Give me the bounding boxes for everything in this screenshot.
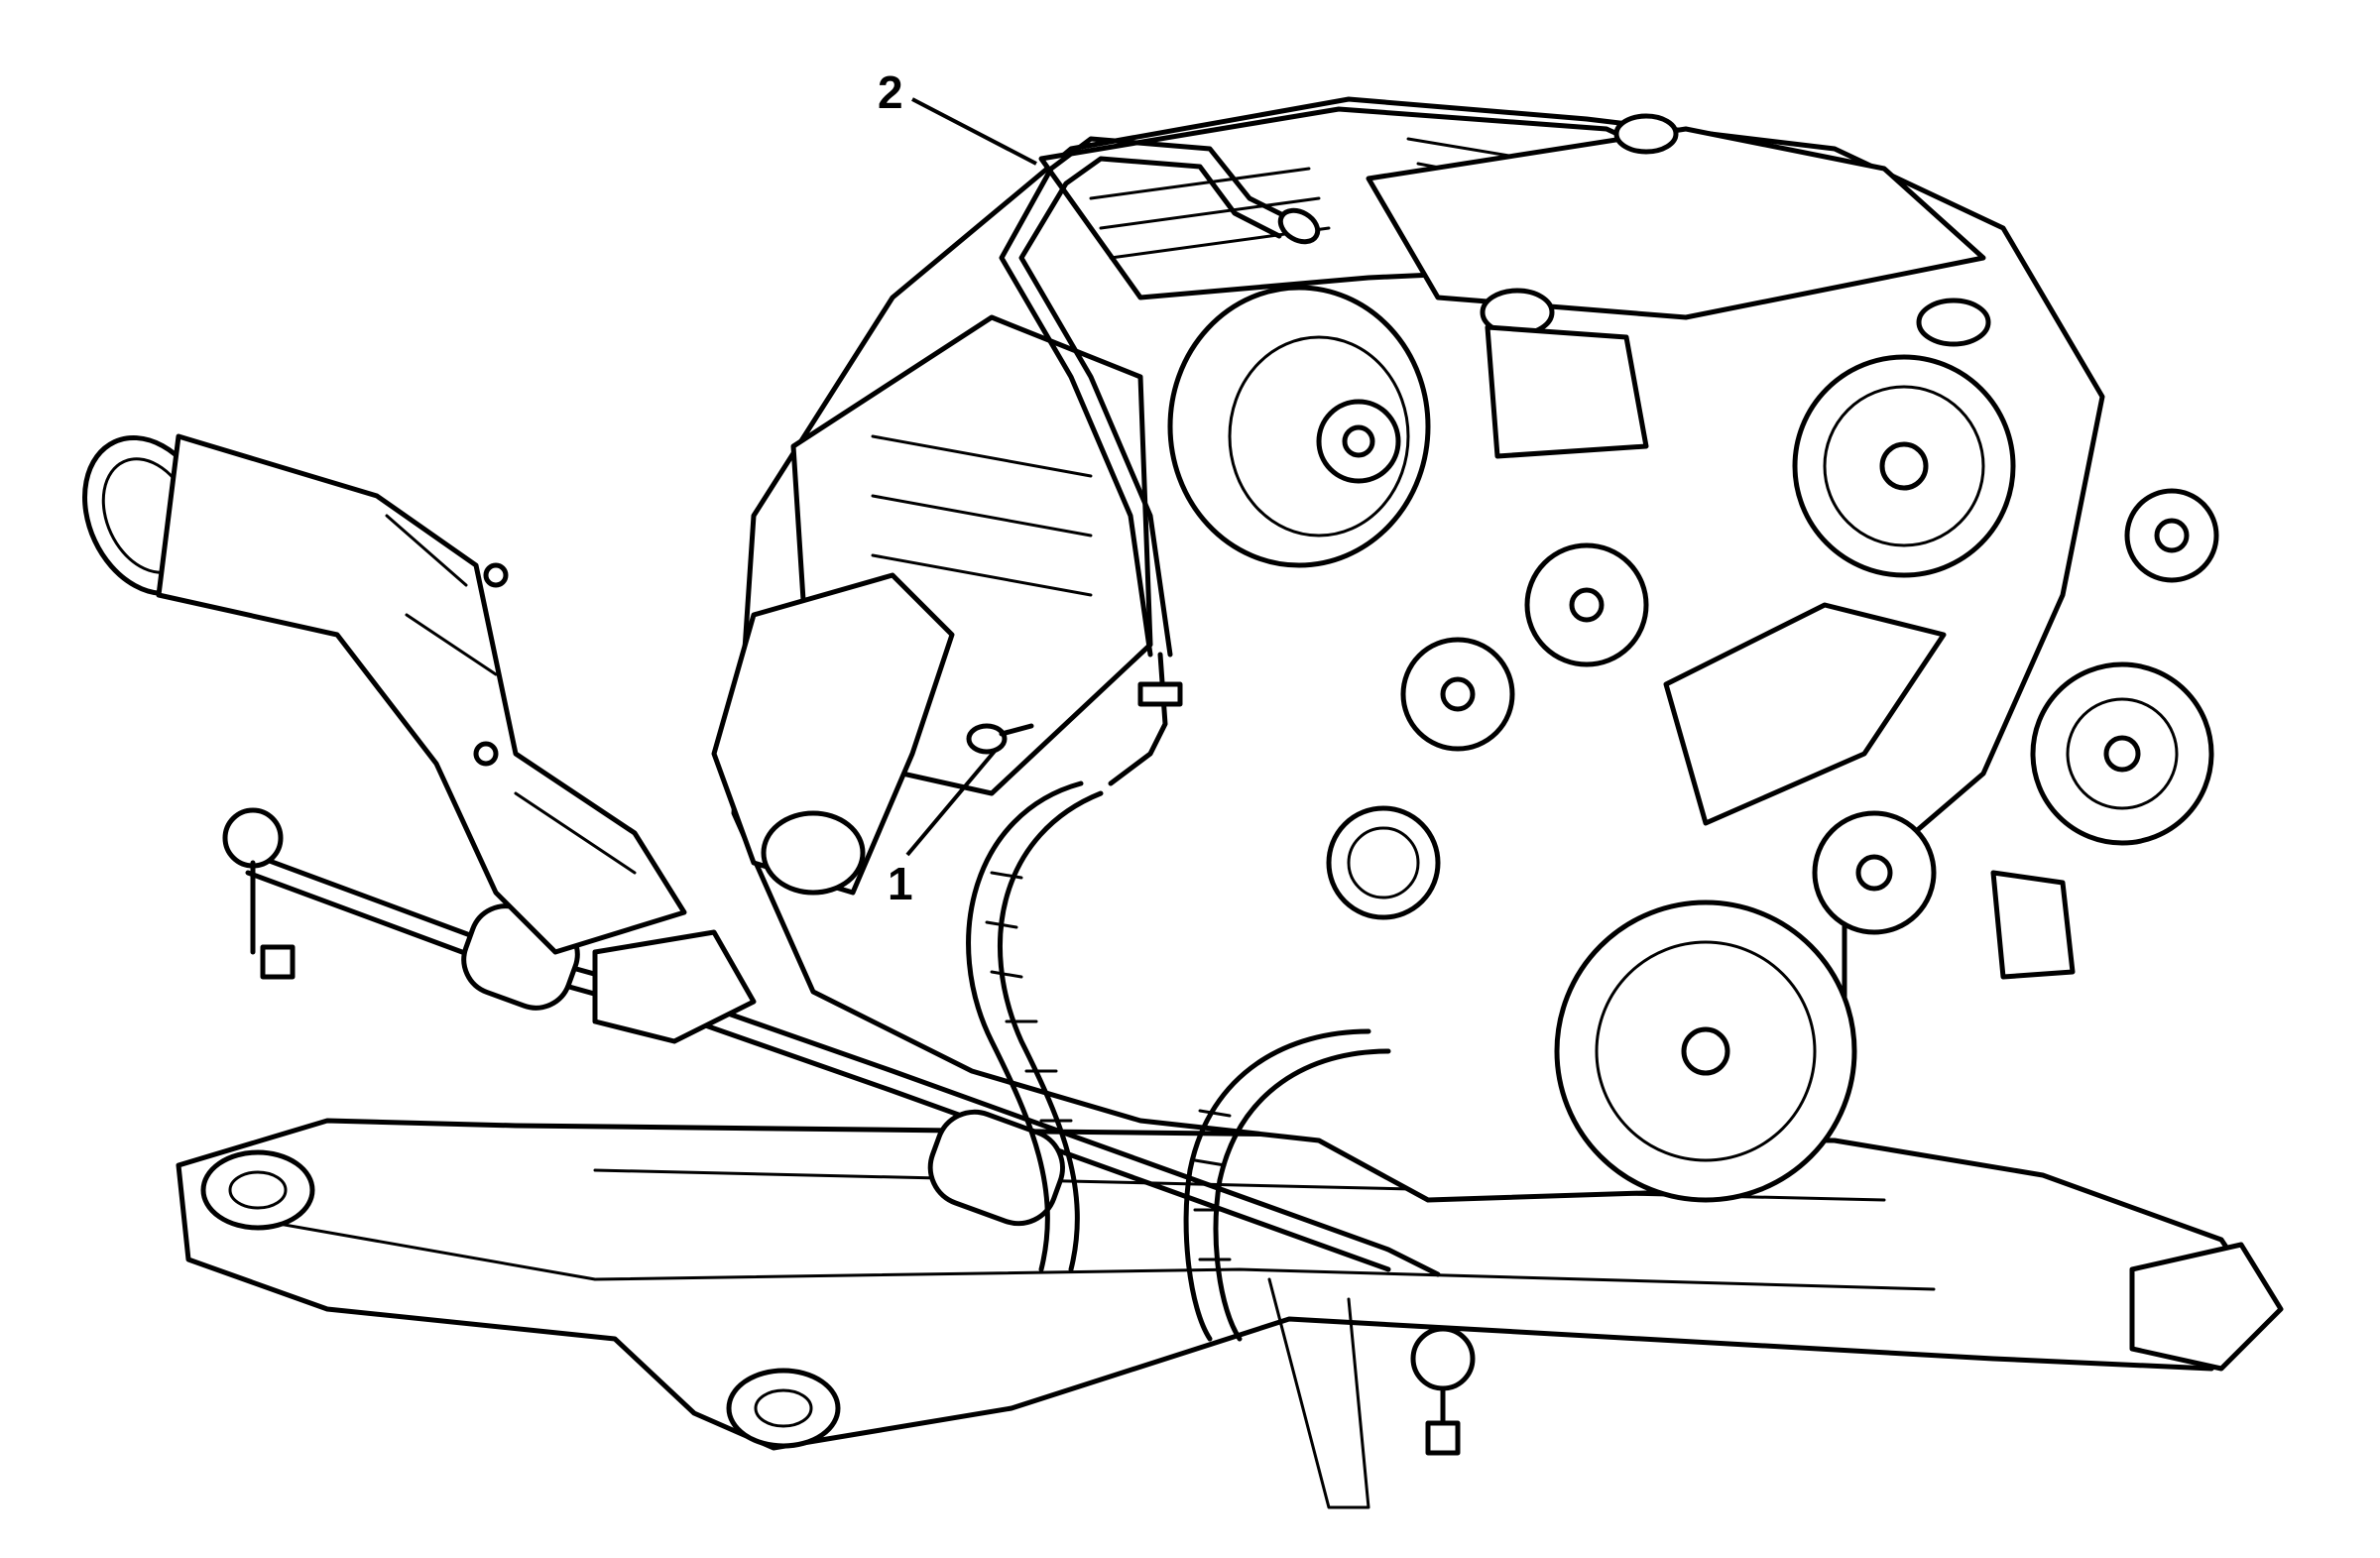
bolt	[966, 723, 1034, 755]
exhaust-pipe	[82, 433, 687, 955]
callout-1-leader	[905, 747, 999, 857]
callout-2-leader	[911, 97, 1037, 166]
crossmember	[176, 1118, 2284, 1509]
callout-label-2: 2	[878, 66, 903, 118]
steering-gear	[222, 807, 1476, 1456]
callout-label-1: 1	[888, 858, 913, 909]
reservoirs	[1480, 288, 2076, 980]
hoses	[966, 780, 1391, 1342]
vent-tube	[999, 136, 1321, 786]
pulleys	[1326, 354, 2219, 1203]
alternator	[1167, 285, 1431, 568]
